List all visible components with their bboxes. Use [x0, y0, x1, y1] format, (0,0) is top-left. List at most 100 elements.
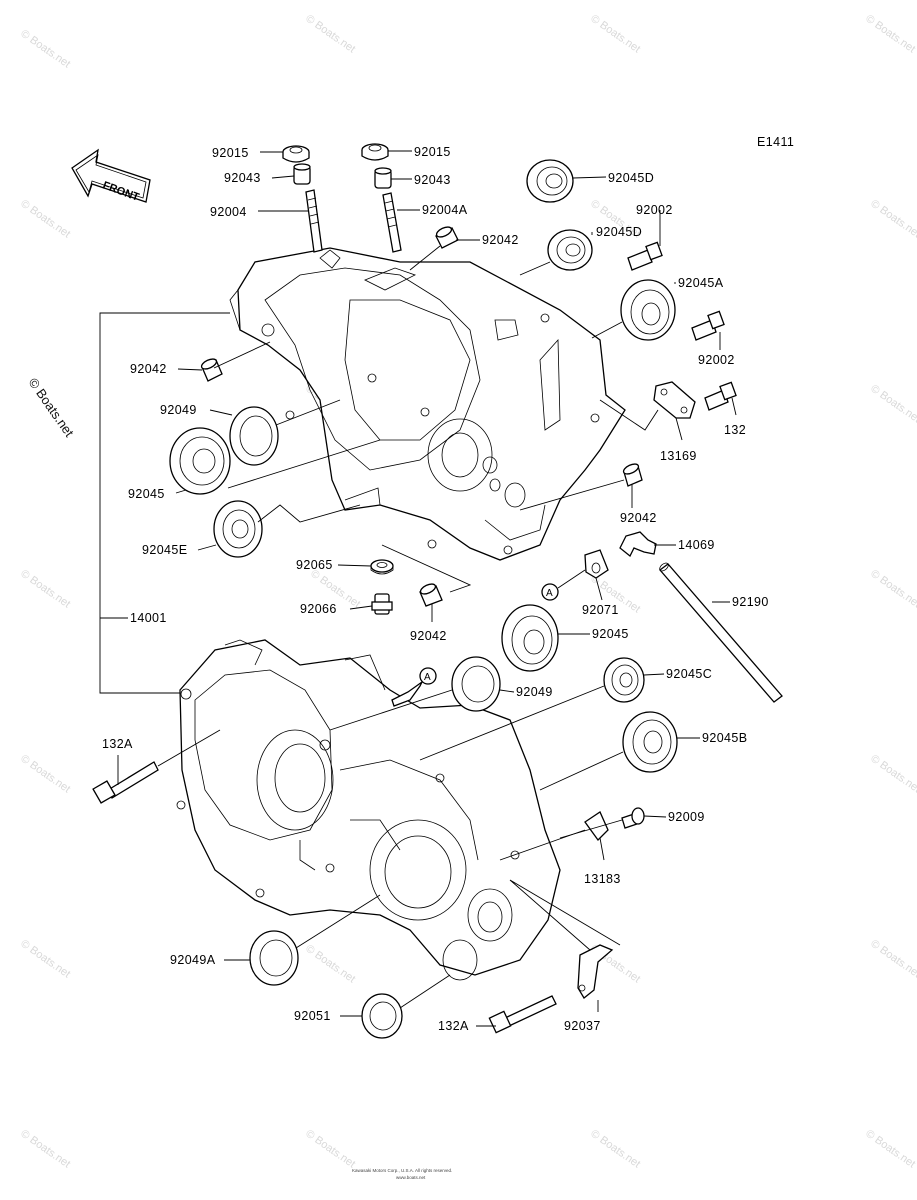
part-92042-dowel-pin-icon — [435, 226, 459, 249]
part-labels: 92015 92015 92043 92043 92004 92004A 920… — [102, 145, 769, 1033]
watermark: © Boats.net — [868, 938, 917, 981]
part-92049A-oil-seal-icon — [249, 930, 299, 986]
part-label: 92049A — [170, 953, 216, 967]
part-label: 92045C — [666, 667, 712, 681]
part-92045D-bearing-icon — [526, 159, 574, 203]
watermark: © Boats.net — [18, 1128, 72, 1171]
diagram-code: E1411 — [757, 135, 794, 149]
part-label: 14001 — [130, 611, 167, 625]
watermark: © Boats.net — [863, 1128, 917, 1171]
callout-a-marker: A — [541, 569, 586, 601]
part-92065-washer-icon — [370, 559, 394, 575]
leader-lines — [117, 150, 737, 1027]
watermark: © Boats.net — [868, 568, 917, 611]
part-label: 92045D — [596, 225, 642, 239]
copyright-line: www.boats.net — [396, 1175, 426, 1180]
part-label: 92042 — [130, 362, 167, 376]
part-92015-nut-icon — [361, 143, 389, 161]
part-132A-bolt-icon — [92, 761, 159, 804]
part-92009-screw-icon — [621, 807, 645, 829]
part-92045D-bearing-icon — [547, 229, 593, 271]
part-92051-oil-seal-icon — [361, 993, 403, 1039]
watermark: © Boats.net — [18, 753, 72, 796]
watermark: © Boats.net — [588, 1128, 642, 1171]
part-92004A-stud-icon — [382, 192, 402, 253]
watermarks: © Boats.net © Boats.net © Boats.net © Bo… — [18, 13, 917, 1171]
part-92004-stud-icon — [305, 189, 323, 253]
part-label: 132 — [724, 423, 746, 437]
part-label: 92045E — [142, 543, 188, 557]
watermark: © Boats.net — [588, 13, 642, 56]
part-label: 92190 — [732, 595, 769, 609]
part-label: 13169 — [660, 449, 697, 463]
part-label: 92015 — [414, 145, 451, 159]
part-92045-bearing-icon — [501, 604, 559, 672]
part-92042-dowel-pin-icon — [622, 463, 643, 487]
part-92049-oil-seal-icon — [229, 406, 279, 466]
part-92015-nut-icon — [282, 145, 310, 163]
part-92002-bolt-icon — [691, 310, 725, 341]
part-label: 92045 — [592, 627, 629, 641]
part-132A-bolt-icon — [488, 995, 557, 1034]
part-label: 92066 — [300, 602, 337, 616]
part-92045A-bearing-icon — [620, 279, 676, 341]
watermark: © Boats.net — [868, 753, 917, 796]
part-label: 92049 — [516, 685, 553, 699]
part-label: 92051 — [294, 1009, 331, 1023]
watermark: © Boats.net — [18, 198, 72, 241]
lower-crankcase — [176, 639, 561, 981]
watermark: © Boats.net — [18, 938, 72, 981]
part-label: 92037 — [564, 1019, 601, 1033]
part-92043-collar-icon — [374, 167, 392, 189]
copyright-line: Kawasaki Motors Corp., U.S.A. All rights… — [352, 1168, 452, 1173]
part-label: 92045A — [678, 276, 724, 290]
part-92042-dowel-pin-icon — [419, 583, 443, 607]
watermark: © Boats.net — [868, 383, 917, 426]
part-92190-hose-icon — [659, 562, 783, 703]
part-label: 92004 — [210, 205, 247, 219]
part-92043-collar-icon — [293, 163, 311, 185]
part-label: 92049 — [160, 403, 197, 417]
part-label: 92043 — [224, 171, 261, 185]
part-label: 92042 — [620, 511, 657, 525]
part-label: 132A — [438, 1019, 469, 1033]
part-label: 92002 — [698, 353, 735, 367]
part-label: 92043 — [414, 173, 451, 187]
part-92045B-bearing-icon — [622, 711, 678, 773]
part-92066-plug-icon — [371, 593, 393, 615]
front-arrow-icon: FRONT — [71, 148, 151, 204]
part-92042-dowel-pin-icon — [200, 358, 223, 382]
part-14069-elbow-fitting-icon — [619, 531, 657, 558]
watermark: © Boats.net — [863, 13, 917, 56]
part-label: 132A — [102, 737, 133, 751]
part-label: 92045B — [702, 731, 748, 745]
part-label: 92045D — [608, 171, 654, 185]
part-13183-bracket-icon — [584, 811, 609, 841]
part-label: 92065 — [296, 558, 333, 572]
part-label: 92045 — [128, 487, 165, 501]
part-92045-bearing-icon — [169, 427, 231, 495]
part-13169-plate-icon — [653, 381, 696, 419]
watermark: © Boats.net — [18, 28, 72, 71]
part-132-bolt-icon — [704, 381, 737, 411]
watermark: © Boats.net — [303, 13, 357, 56]
part-92002-bolt-icon — [627, 241, 663, 271]
watermark: © Boats.net — [18, 568, 72, 611]
part-label: 92042 — [410, 629, 447, 643]
part-label: 92071 — [582, 603, 619, 617]
callout-a-marker: A — [391, 667, 437, 707]
part-label: 14069 — [678, 538, 715, 552]
crankcase-assembly-bracket — [99, 312, 230, 694]
part-label: 92015 — [212, 146, 249, 160]
side-watermark: © Boats.net — [26, 375, 78, 440]
part-label: 13183 — [584, 872, 621, 886]
upper-crankcase — [229, 247, 626, 561]
watermark: © Boats.net — [303, 1128, 357, 1171]
callout-a-label: A — [424, 672, 431, 683]
part-92071-damper-icon — [584, 549, 609, 579]
part-92049-oil-seal-icon — [451, 656, 501, 712]
part-92037-bracket-icon — [577, 944, 614, 999]
part-92045E-bearing-icon — [213, 500, 263, 558]
watermark: © Boats.net — [868, 198, 917, 241]
